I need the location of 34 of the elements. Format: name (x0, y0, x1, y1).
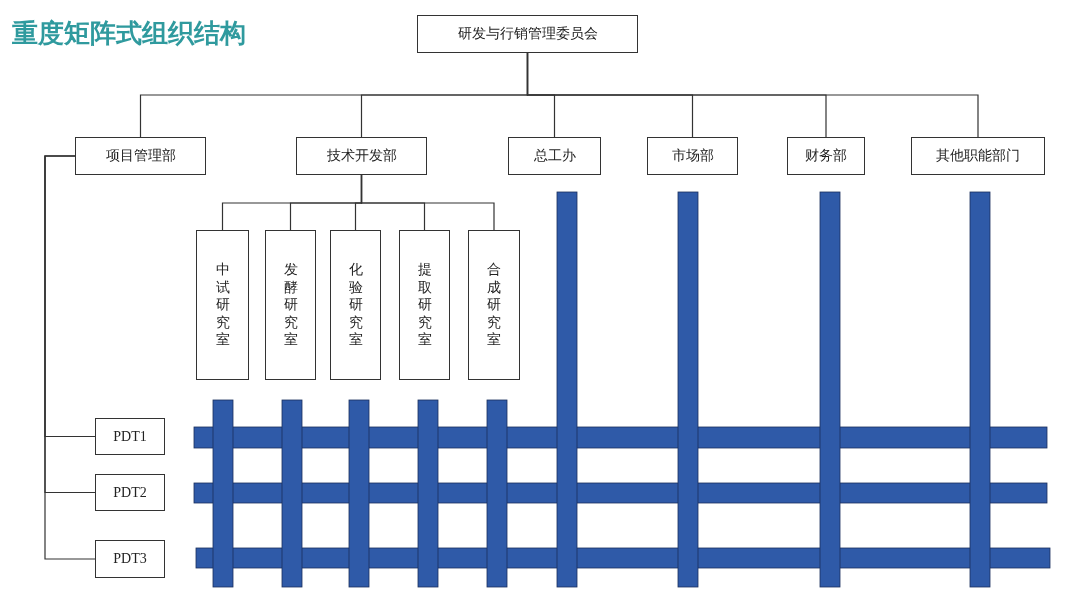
node-label: 研发与行销管理委员会 (457, 25, 598, 43)
node-label: 其他职能部门 (936, 147, 1020, 165)
node-label: PDT3 (113, 551, 147, 567)
lab-box (399, 230, 450, 380)
title: 重度矩阵式组织结构 (12, 17, 246, 50)
team-box (95, 540, 165, 578)
lab-box (468, 230, 520, 380)
department-box (911, 137, 1045, 175)
node-label: 化验研究室 (348, 261, 363, 349)
connector-line (44, 155, 96, 560)
node-label: 总工办 (533, 147, 576, 165)
node-label: PDT1 (113, 428, 147, 445)
node-label: 市场部 (671, 147, 714, 165)
department-box (417, 15, 638, 53)
department-box (508, 137, 601, 175)
node-label: 财务部 (805, 147, 847, 165)
node-label: 发酵研究室 (283, 261, 298, 349)
department-box (296, 137, 427, 175)
department-box (647, 137, 738, 175)
connector-line (526, 52, 979, 138)
node-label: 技术开发部 (326, 147, 397, 165)
team-box (95, 418, 165, 455)
department-box (787, 137, 865, 175)
node-label: 提取研究室 (417, 261, 432, 349)
lab-box (330, 230, 381, 380)
team-box (95, 474, 165, 511)
connector-line (360, 174, 495, 231)
node-label: 项目管理部 (105, 147, 176, 165)
department-box (75, 137, 206, 175)
node-label: 合成研究室 (487, 261, 501, 349)
lab-box (265, 230, 316, 380)
lab-box (196, 230, 249, 380)
node-label: 中试研究室 (215, 261, 230, 349)
node-label: PDT2 (113, 484, 147, 501)
